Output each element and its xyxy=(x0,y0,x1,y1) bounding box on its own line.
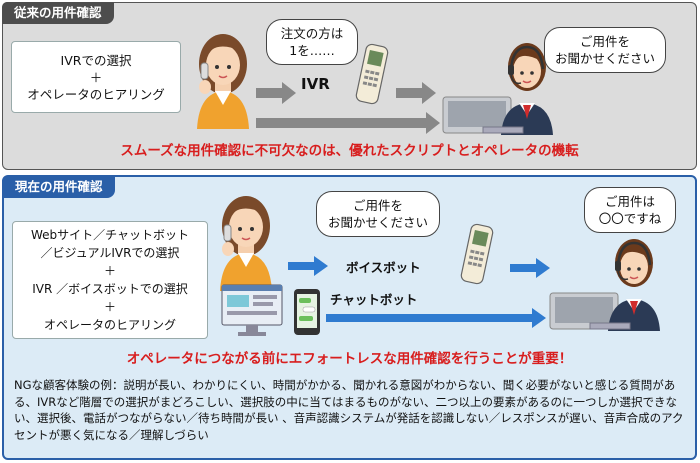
legacy-ivr-label: IVR xyxy=(301,75,330,93)
current-chatbot-label: チャットボット xyxy=(330,292,418,307)
current-voicebot-speech-bubble: ご用件を お聞かせください xyxy=(316,191,440,237)
chat-smartphone-icon xyxy=(294,289,320,335)
legacy-operator-bubble-line2: お聞かせください xyxy=(554,51,655,66)
current-tab-title: 現在の用件確認 xyxy=(3,176,115,198)
current-method-line1: Webサイト／チャットボット xyxy=(30,228,190,242)
current-operator-illustration xyxy=(548,237,662,333)
current-method-line4: オペレータのヒアリング xyxy=(43,318,176,332)
legacy-panel: 従来の用件確認 IVRでの選択 ＋ オペレータのヒアリング 注文の方は 1を……… xyxy=(2,2,697,170)
current-arrow-from-voicebot-icon xyxy=(510,258,550,278)
current-method-line3: IVR ／ボイスボットでの選択 xyxy=(32,282,188,296)
current-long-arrow-icon xyxy=(326,308,546,328)
current-method-plus1: ＋ xyxy=(103,264,116,278)
legacy-ivr-phone-icon xyxy=(354,42,390,106)
legacy-caller-speech-bubble: 注文の方は 1を…… xyxy=(266,19,358,65)
current-headline: オペレータにつながる前にエフォートレスな用件確認を行うことが重要！ xyxy=(126,351,573,367)
current-method-plus2: ＋ xyxy=(103,300,116,314)
current-voicebot-bubble-line2: お聞かせください xyxy=(327,215,428,230)
current-operator-bubble-line2: 〇〇ですね xyxy=(598,211,662,226)
legacy-arrow-to-ivr-icon xyxy=(256,82,296,104)
current-method-line2: ／ビジュアルIVRでの選択 xyxy=(40,246,180,260)
legacy-operator-speech-bubble: ご用件を お聞かせください xyxy=(544,27,666,73)
legacy-caller-illustration xyxy=(196,33,250,130)
current-voicebot-bubble-line1: ご用件を xyxy=(352,198,403,213)
legacy-method-line2: オペレータのヒアリング xyxy=(27,86,165,102)
legacy-operator-bubble-line1: ご用件を xyxy=(579,34,630,49)
legacy-long-arrow-icon xyxy=(256,112,440,134)
current-panel: 現在の用件確認 Webサイト／チャットボット ／ビジュアルIVRでの選択 ＋ I… xyxy=(2,175,697,460)
current-method-box: Webサイト／チャットボット ／ビジュアルIVRでの選択 ＋ IVR ／ボイスボ… xyxy=(12,221,208,339)
legacy-caller-bubble-line1: 注文の方は xyxy=(280,26,344,41)
legacy-tab-title: 従来の用件確認 xyxy=(2,2,114,24)
legacy-arrow-from-ivr-icon xyxy=(396,82,436,104)
current-caller-illustration xyxy=(219,195,273,292)
legacy-headline: スムーズな用件確認に不可欠なのは、優れたスクリプトとオペレータの機転 xyxy=(120,143,579,159)
legacy-method-plus: ＋ xyxy=(89,69,103,85)
current-voicebot-phone-icon xyxy=(459,222,495,286)
website-screen-icon xyxy=(221,284,283,336)
current-voicebot-label: ボイスボット xyxy=(346,260,421,275)
legacy-method-box: IVRでの選択 ＋ オペレータのヒアリング xyxy=(11,41,181,113)
ng-experience-note: NGな顧客体験の例：説明が長い、わかりにくい、時間がかかる、聞かれる意図がわから… xyxy=(14,378,684,442)
current-arrow-to-voicebot-icon xyxy=(288,256,328,276)
current-operator-speech-bubble: ご用件は 〇〇ですね xyxy=(584,187,676,233)
legacy-operator-illustration xyxy=(441,41,555,137)
legacy-caller-bubble-line2: 1を…… xyxy=(289,43,335,58)
current-operator-bubble-line1: ご用件は xyxy=(604,194,655,209)
legacy-method-line1: IVRでの選択 xyxy=(60,52,132,68)
